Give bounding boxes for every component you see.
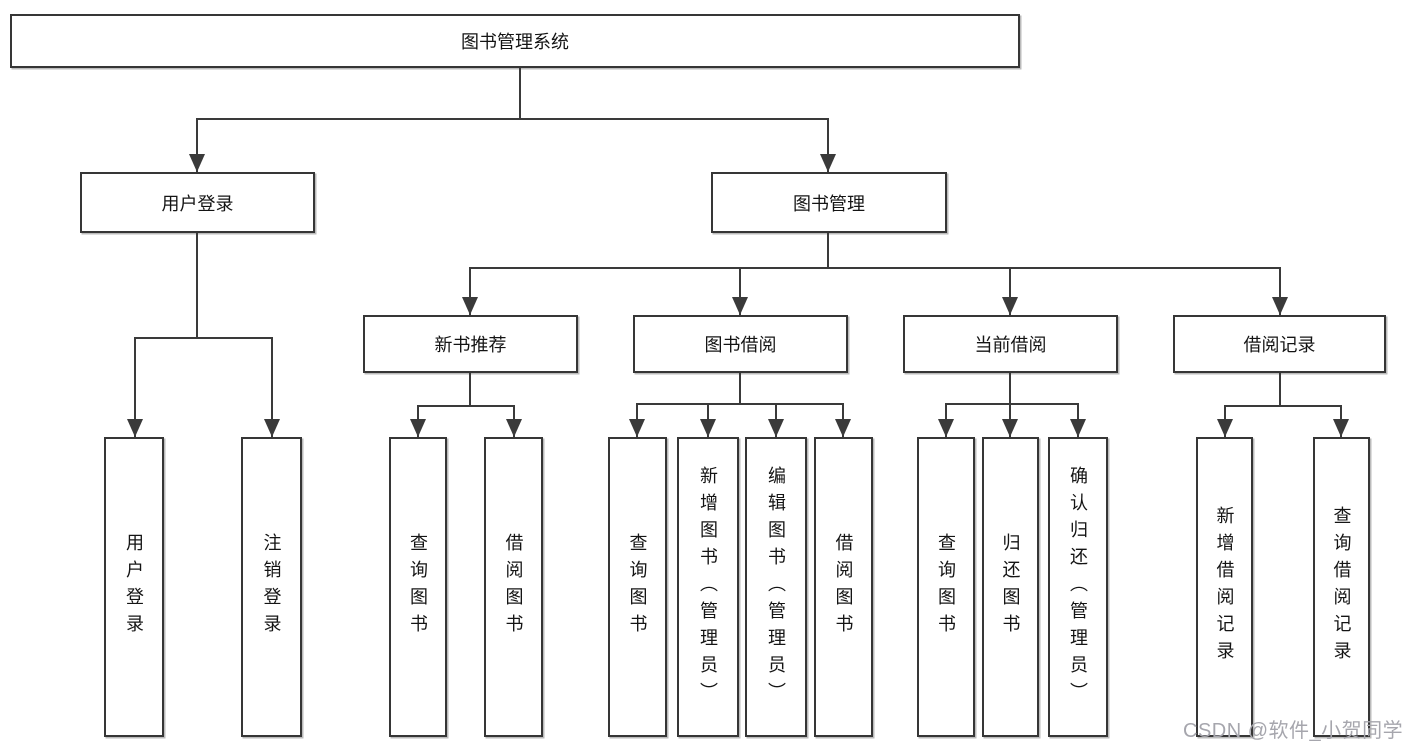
node-user-login: 用户登录 xyxy=(80,172,315,233)
connector-line xyxy=(1279,373,1281,406)
connector-line xyxy=(417,405,515,407)
csdn-watermark: CSDN @软件_小贺同学 xyxy=(1183,720,1404,742)
arrow-down-icon xyxy=(768,419,784,437)
leaf-label: 借阅图书 xyxy=(833,533,854,641)
connector-line xyxy=(739,373,741,404)
connector-line xyxy=(469,267,1281,269)
connector-line xyxy=(134,337,273,339)
connector-line xyxy=(1224,405,1342,407)
node-book-management: 图书管理 xyxy=(711,172,947,233)
arrow-down-icon xyxy=(732,297,748,315)
leaf-query-borrow-record: 查询借阅记录 xyxy=(1313,437,1370,737)
leaf-user-login: 用户登录 xyxy=(104,437,164,737)
leaf-borrow-books: 借阅图书 xyxy=(484,437,543,737)
node-borrowing-records: 借阅记录 xyxy=(1173,315,1386,373)
leaf-label: 查询图书 xyxy=(936,533,956,641)
connector-line xyxy=(827,118,829,172)
node-label: 图书管理 xyxy=(793,193,865,214)
connector-line xyxy=(196,233,198,338)
leaf-label: 查询图书 xyxy=(408,533,428,641)
arrow-down-icon xyxy=(506,419,522,437)
node-label: 图书管理系统 xyxy=(461,32,569,52)
node-book-borrowing: 图书借阅 xyxy=(633,315,848,373)
arrow-down-icon xyxy=(1002,297,1018,315)
leaf-return-books: 归还图书 xyxy=(982,437,1039,737)
node-label: 借阅记录 xyxy=(1243,335,1316,355)
leaf-label: 新增借阅记录 xyxy=(1214,506,1235,668)
arrow-down-icon xyxy=(835,419,851,437)
leaf-label: 查询借阅记录 xyxy=(1331,506,1352,668)
node-label: 用户登录 xyxy=(161,193,234,214)
arrow-down-icon xyxy=(820,154,836,172)
leaf-add-books-admin: 新增图书（管理员） xyxy=(677,437,739,737)
leaf-label: 用户登录 xyxy=(124,533,144,641)
arrow-down-icon xyxy=(1333,419,1349,437)
node-library-management-system: 图书管理系统 xyxy=(10,14,1020,68)
leaf-label: 借阅图书 xyxy=(503,533,524,641)
leaf-confirm-return-admin: 确认归还（管理员） xyxy=(1048,437,1108,737)
leaf-label: 编辑图书（管理员） xyxy=(766,465,786,709)
connector-line xyxy=(827,233,829,268)
arrow-down-icon xyxy=(938,419,954,437)
connector-line xyxy=(1279,267,1281,315)
arrow-down-icon xyxy=(700,419,716,437)
node-label: 当前借阅 xyxy=(974,335,1047,355)
connector-line xyxy=(196,118,198,172)
arrow-down-icon xyxy=(410,419,426,437)
connector-line xyxy=(739,267,741,315)
arrow-down-icon xyxy=(1070,419,1086,437)
leaf-query-books: 查询图书 xyxy=(608,437,667,737)
node-label: 新书推荐 xyxy=(434,335,507,355)
arrow-down-icon xyxy=(1002,419,1018,437)
leaf-borrow-books: 借阅图书 xyxy=(814,437,873,737)
connector-line xyxy=(469,373,471,406)
arrow-down-icon xyxy=(264,419,280,437)
connector-line xyxy=(196,118,829,120)
node-label: 图书借阅 xyxy=(704,335,777,355)
arrow-down-icon xyxy=(127,419,143,437)
leaf-query-books: 查询图书 xyxy=(917,437,975,737)
leaf-logout-login: 注销登录 xyxy=(241,437,302,737)
connector-line xyxy=(1009,373,1011,437)
connector-line xyxy=(636,403,844,405)
connector-line xyxy=(1009,267,1011,315)
leaf-query-books: 查询图书 xyxy=(389,437,447,737)
arrow-down-icon xyxy=(1217,419,1233,437)
connector-line xyxy=(469,267,471,315)
connector-line xyxy=(945,403,1079,405)
connector-line xyxy=(519,68,521,119)
leaf-add-borrow-record: 新增借阅记录 xyxy=(1196,437,1253,737)
connector-line xyxy=(134,337,136,437)
leaf-label: 确认归还（管理员） xyxy=(1068,465,1088,709)
node-current-borrowing: 当前借阅 xyxy=(903,315,1118,373)
arrow-down-icon xyxy=(629,419,645,437)
leaf-label: 查询图书 xyxy=(627,533,648,641)
arrow-down-icon xyxy=(189,154,205,172)
leaf-label: 注销登录 xyxy=(261,533,282,641)
connector-line xyxy=(271,337,273,437)
leaf-label: 新增图书（管理员） xyxy=(698,465,718,709)
leaf-edit-books-admin: 编辑图书（管理员） xyxy=(745,437,807,737)
arrow-down-icon xyxy=(462,297,478,315)
arrow-down-icon xyxy=(1272,297,1288,315)
leaf-label: 归还图书 xyxy=(1000,533,1021,641)
node-new-book-recommendation: 新书推荐 xyxy=(363,315,578,373)
